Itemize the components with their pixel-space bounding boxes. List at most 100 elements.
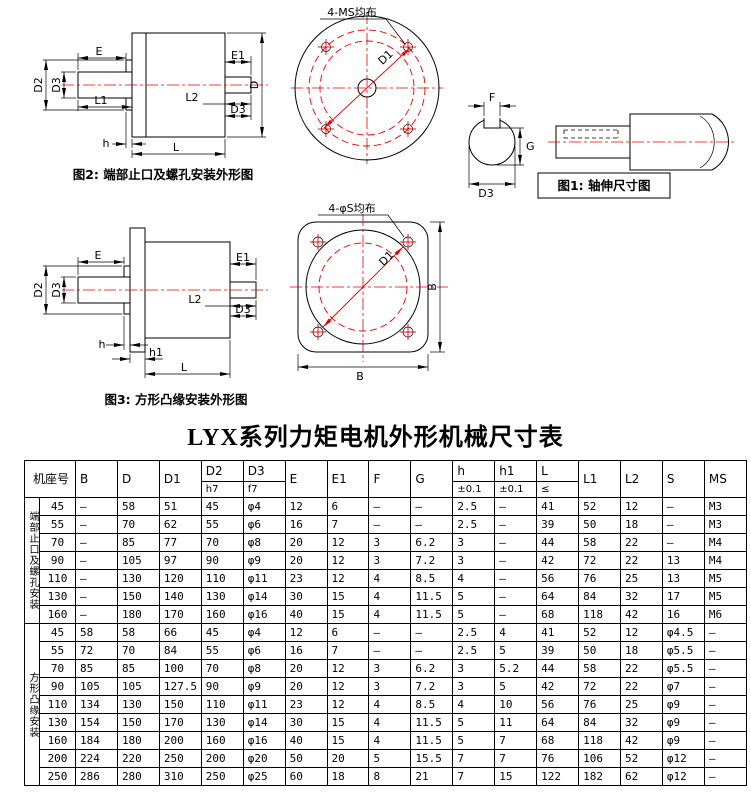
col-header-MS: MS: [703, 460, 748, 498]
cell-h: 3: [452, 533, 496, 552]
col-header-frame: 机座号: [23, 460, 77, 498]
cell-h: 2.5: [452, 623, 496, 642]
cell-L1: 118: [578, 605, 621, 624]
fig2-front-view: D1 4-MS均布: [291, 6, 443, 164]
cell-D2: 110: [200, 569, 244, 588]
fig3-caption: 图3: 方形凸缘安装外形图: [104, 392, 247, 407]
fig2-dim-l1: L1: [94, 94, 107, 107]
cell-S: φ7: [661, 677, 705, 696]
cell-MS: M6: [703, 605, 748, 624]
cell-L: 68: [536, 731, 580, 750]
fig2-bolt-circle: [308, 29, 426, 147]
cell-h1: –: [494, 605, 538, 624]
cell-D3: φ6: [242, 641, 286, 660]
frame-size: 45: [38, 497, 77, 516]
fig2-side-view: E L1 D2 D3 E1 L2 D3 D h: [32, 32, 268, 182]
cell-D2: 55: [200, 515, 244, 534]
cell-S: φ9: [661, 731, 705, 750]
cell-L: 42: [536, 551, 580, 570]
fig3-dim-h1: h1: [149, 346, 163, 359]
cell-L1: 52: [578, 497, 621, 516]
fig3-dim-d1: D1: [376, 248, 396, 268]
cell-L1: 52: [578, 623, 621, 642]
cell-B: 85: [75, 659, 118, 678]
cell-B: 105: [75, 677, 118, 696]
frame-size: 90: [38, 677, 77, 696]
cell-h1: 10: [494, 695, 538, 714]
cell-G: 8.5: [410, 695, 454, 714]
cell-B: –: [75, 605, 118, 624]
cell-D2: 130: [200, 713, 244, 732]
cell-D1: 120: [158, 569, 202, 588]
col-subheader-h1: ±0.1: [494, 481, 538, 498]
cell-D3: φ4: [242, 623, 286, 642]
cell-L1: 50: [578, 515, 621, 534]
cell-D1: 140: [158, 587, 202, 606]
cell-G: 6.2: [410, 533, 454, 552]
fig1-shaft-side-view: [548, 113, 737, 171]
cell-L: 56: [536, 695, 580, 714]
cell-D3: φ14: [242, 587, 286, 606]
fig3-dim-e1: E1: [236, 251, 250, 264]
cell-D: 220: [116, 749, 160, 768]
cell-S: 13: [661, 569, 705, 588]
cell-h1: –: [494, 497, 538, 516]
col-header-L1: L1: [578, 460, 621, 498]
col-header-D2: D2: [200, 460, 244, 482]
cell-D1: 170: [158, 713, 202, 732]
cell-D2: 250: [200, 767, 244, 786]
cell-E: 23: [284, 695, 328, 714]
cell-h: 2.5: [452, 641, 496, 660]
cell-L2: 32: [620, 587, 663, 606]
cell-F: 3: [368, 551, 412, 570]
col-subheader-L: ≤: [536, 481, 580, 498]
cell-h: 5: [452, 587, 496, 606]
cell-E: 12: [284, 623, 328, 642]
fig1-dim-f: F: [489, 91, 495, 104]
cell-S: φ12: [661, 767, 705, 786]
fig2-dim-e: E: [96, 45, 103, 58]
cell-h: 2.5: [452, 515, 496, 534]
cell-D: 105: [116, 677, 160, 696]
frame-size: 110: [38, 695, 77, 714]
cell-D3: φ8: [242, 659, 286, 678]
cell-D1: 310: [158, 767, 202, 786]
cell-S: φ4.5: [661, 623, 705, 642]
cell-D3: φ20: [242, 749, 286, 768]
cell-D: 58: [116, 623, 160, 642]
cell-L: 44: [536, 533, 580, 552]
cell-MS: M5: [703, 587, 748, 606]
cell-B: –: [75, 569, 118, 588]
cell-L2: 42: [620, 731, 663, 750]
cell-L1: 50: [578, 641, 621, 660]
fig3-dim-e: E: [95, 249, 102, 262]
cell-F: 4: [368, 731, 412, 750]
fig2-dim-d3-left: D3: [50, 77, 63, 92]
cell-L: 68: [536, 605, 580, 624]
cell-B: 286: [75, 767, 118, 786]
frame-size: 45: [38, 623, 77, 642]
frame-size: 70: [38, 533, 77, 552]
cell-D: 150: [116, 587, 160, 606]
group-label-0: 端部止口及螺孔安装: [24, 497, 40, 624]
cell-h1: 7: [494, 749, 538, 768]
cell-F: 3: [368, 677, 412, 696]
cell-F: 4: [368, 605, 412, 624]
fig1-caption: 图1: 轴伸尺寸图: [557, 178, 650, 193]
cell-E: 20: [284, 659, 328, 678]
cell-D1: 77: [158, 533, 202, 552]
cell-h1: 5.2: [494, 659, 538, 678]
cell-D1: 100: [158, 659, 202, 678]
cell-G: 11.5: [410, 731, 454, 750]
cell-h1: 5: [494, 641, 538, 660]
cell-S: φ5.5: [661, 641, 705, 660]
col-header-E: E: [284, 460, 328, 498]
cell-L1: 76: [578, 569, 621, 588]
